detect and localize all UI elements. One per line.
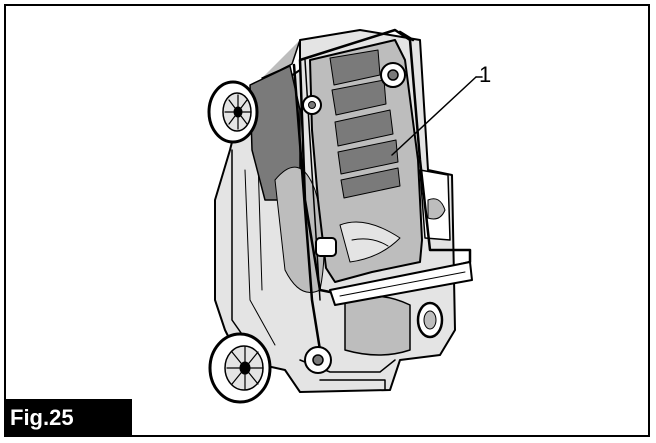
- handle-knob-upper-right: [380, 62, 406, 88]
- handle-knob-upper-left: [302, 95, 322, 115]
- handle-knob-lower: [315, 237, 337, 257]
- callout-1-number: 1: [479, 62, 492, 87]
- callout-1-leader-line: [391, 76, 477, 156]
- grass-bag: [309, 39, 423, 283]
- figure-label: Fig.25: [4, 399, 132, 437]
- wheel-top-left: [207, 80, 259, 144]
- handle-knob-bottom: [304, 346, 332, 374]
- wheel-bottom-right: [416, 301, 444, 339]
- wheel-bottom-left: [208, 332, 272, 404]
